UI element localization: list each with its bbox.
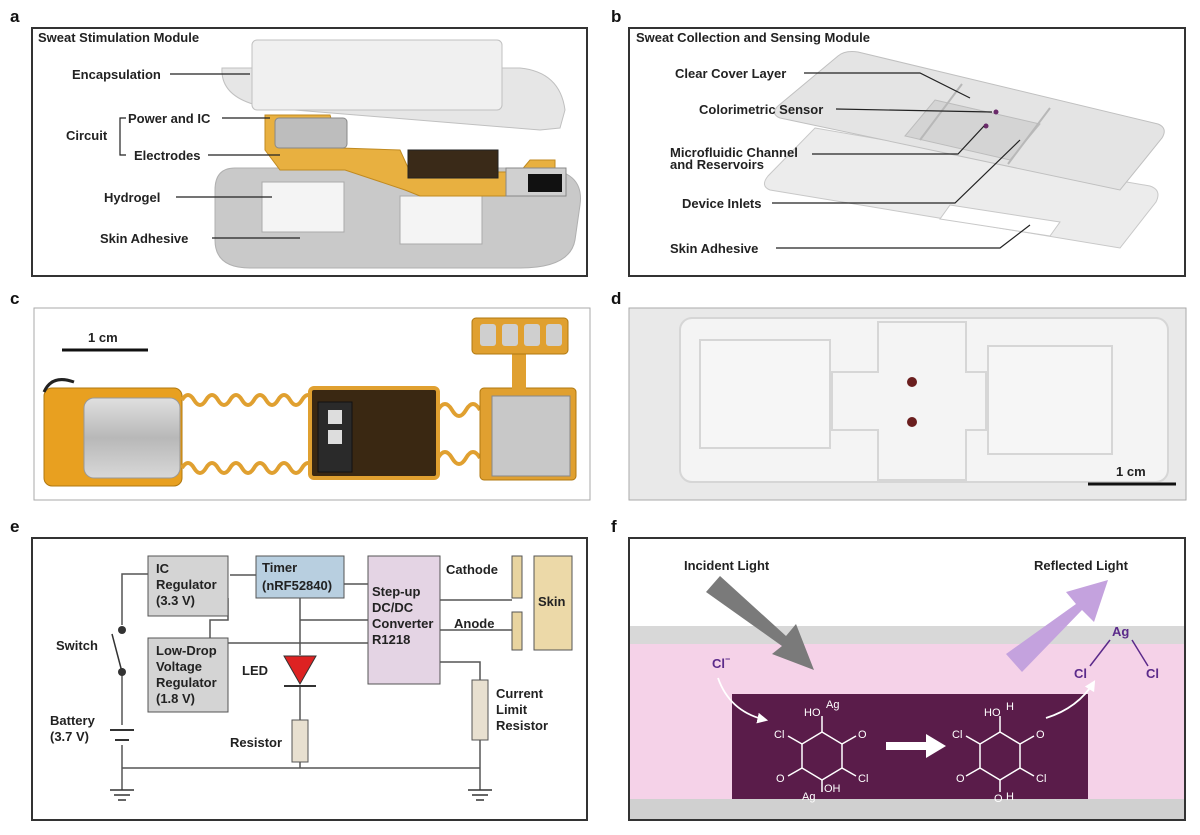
timer-block (255, 555, 345, 599)
ic-regulator-block (147, 555, 229, 617)
panel-f: f Incident Light Reflected Light Cl− Ag … (611, 517, 1186, 821)
battery-block (274, 117, 348, 149)
current-limit-resistor-symbol (471, 679, 489, 741)
reflected-light-label: Reflected Light (1034, 558, 1129, 573)
label-electrodes: Electrodes (134, 148, 200, 163)
label-hydrogel: Hydrogel (104, 190, 160, 205)
label-microfluidic-1: Microfluidic Channel (670, 145, 798, 160)
reaction-arrow (886, 734, 946, 758)
label-colorimetric: Colorimetric Sensor (699, 102, 823, 117)
panel-b: b Sweat Collection and Sensing Module Cl… (611, 7, 1186, 277)
battery-label-2: (3.7 V) (50, 729, 89, 744)
led-label: LED (242, 663, 268, 678)
stepup-label-2: DC/DC (372, 600, 414, 615)
label-skin-adhesive-b: Skin Adhesive (670, 241, 758, 256)
scale-label-d: 1 cm (1116, 464, 1146, 479)
label-clear-cover: Clear Cover Layer (675, 66, 786, 81)
m1-oh: OH (824, 783, 841, 795)
current-limit-label-2: Limit (496, 702, 528, 717)
m1-ag-top: Ag (826, 699, 839, 711)
switch-label: Switch (56, 638, 98, 653)
current-limit-label-1: Current (496, 686, 544, 701)
agcl-cl-right: Cl (1146, 666, 1159, 681)
ic-regulator-label-3: (3.3 V) (156, 593, 195, 608)
m1-ho: HO (804, 707, 821, 719)
m2-cl-left: Cl (952, 729, 962, 741)
skin-block (533, 555, 573, 651)
panel-letter-e: e (10, 517, 19, 536)
panel-d: d 1 cm (611, 289, 1187, 501)
stepup-label-4: R1218 (372, 632, 410, 647)
agcl-ag: Ag (1112, 624, 1129, 639)
resistor-label: Resistor (230, 735, 282, 750)
led-symbol (283, 655, 317, 686)
scale-label-c: 1 cm (88, 330, 118, 345)
panel-letter-f: f (611, 517, 617, 536)
stepup-label-1: Step-up (372, 584, 420, 599)
panel-e: e (10, 517, 588, 821)
label-encapsulation: Encapsulation (72, 67, 161, 82)
ic-regulator-label-1: IC (156, 561, 170, 576)
m2-o-bottom: O (994, 793, 1003, 805)
m2-ho: HO (984, 707, 1001, 719)
m1-o-right: O (858, 729, 867, 741)
label-skin-adhesive-a: Skin Adhesive (100, 231, 188, 246)
m2-cl-right: Cl (1036, 773, 1046, 785)
molecule-1 (787, 716, 857, 792)
resistor-symbol (291, 719, 309, 763)
reflected-light-arrow-shape (1006, 580, 1108, 672)
cathode-label: Cathode (446, 562, 498, 577)
molecule-2 (965, 716, 1035, 792)
chip-black (528, 174, 562, 192)
label-power-ic: Power and IC (128, 111, 211, 126)
incident-light-arrow-shape (706, 576, 814, 670)
agcl-cl-left: Cl (1074, 666, 1087, 681)
panel-a-title: Sweat Stimulation Module (38, 30, 199, 45)
current-limit-label-3: Resistor (496, 718, 548, 733)
hydrogel-pad-right (399, 195, 483, 245)
timer-label-2: (nRF52840) (262, 578, 332, 593)
label-circuit: Circuit (66, 128, 108, 143)
ldo-label-3: Regulator (156, 675, 217, 690)
panel-c: c 1 cm (10, 289, 591, 501)
skin-label: Skin (538, 594, 566, 609)
chloride-ion: Cl− (712, 654, 730, 671)
anode-label: Anode (454, 616, 494, 631)
ic-regulator-label-2: Regulator (156, 577, 217, 592)
anode-electrode (511, 611, 523, 651)
m1-ag-bottom: Ag (802, 791, 815, 803)
hydrogel-pad-left (261, 181, 345, 233)
panel-letter-b: b (611, 7, 621, 26)
label-microfluidic-2: and Reservoirs (670, 157, 764, 172)
panel-letter-d: d (611, 289, 621, 308)
ldo-label-2: Voltage (156, 659, 202, 674)
ldo-block (147, 637, 229, 713)
pcb-block (407, 149, 499, 179)
stepup-block (367, 555, 441, 685)
stepup-label-3: Converter (372, 616, 433, 631)
sensor-dot-bottom (907, 417, 917, 427)
m1-o-left: O (776, 773, 785, 785)
m2-h-top: H (1006, 701, 1014, 713)
cathode-electrode (511, 555, 523, 599)
m2-o-right: O (1036, 729, 1045, 741)
label-device-inlets: Device Inlets (682, 196, 762, 211)
m1-cl-right: Cl (858, 773, 868, 785)
panel-letter-a: a (10, 7, 20, 26)
m2-h-bottom: H (1006, 791, 1014, 803)
encapsulation-box (251, 39, 503, 111)
incident-light-label: Incident Light (684, 558, 770, 573)
m1-cl-left: Cl (774, 729, 784, 741)
m2-o-left: O (956, 773, 965, 785)
panel-a: a Sweat Stimulation Module Encapsulation… (10, 7, 588, 277)
sensor-dot-top (907, 377, 917, 387)
panel-b-title: Sweat Collection and Sensing Module (636, 30, 870, 45)
skin-adhesive-layer-b (764, 127, 1159, 249)
ldo-label-4: (1.8 V) (156, 691, 195, 706)
battery-label-1: Battery (50, 713, 96, 728)
timer-label-1: Timer (262, 560, 297, 575)
panel-letter-c: c (10, 289, 19, 308)
ldo-label-1: Low-Drop (156, 643, 217, 658)
